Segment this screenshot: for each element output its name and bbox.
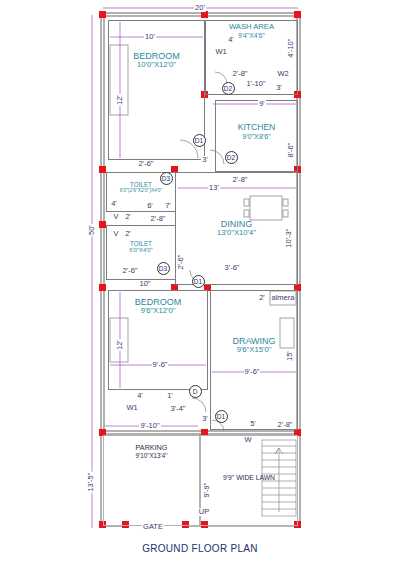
dimension-label: 2'-8" xyxy=(232,70,249,78)
room-name: DINING xyxy=(176,219,297,229)
room-size: 10'0"X12'0" xyxy=(109,61,204,70)
door-tag: D2 xyxy=(222,82,235,95)
column xyxy=(122,521,129,528)
dimension-label: 6' xyxy=(146,202,154,210)
walls xyxy=(101,13,300,526)
dimension-label: 2'-8" xyxy=(232,176,249,184)
dimension-label: 10' xyxy=(144,33,156,41)
dimension-label: 12' xyxy=(116,339,124,351)
dimension-lines xyxy=(92,8,298,528)
stair-step xyxy=(262,446,296,447)
room-name: DRAWING xyxy=(211,336,297,346)
dimension-label: 4' xyxy=(110,200,118,208)
column xyxy=(99,221,106,228)
dimension-label: 15' xyxy=(286,350,294,362)
dimension-label: 9'-6" xyxy=(244,368,261,376)
room-size: 9'6"X12'0" xyxy=(109,307,207,316)
room-size: 6'0"X4'0" xyxy=(107,247,175,254)
column xyxy=(99,166,106,173)
dimension-label: V xyxy=(112,230,119,238)
room-box: PARKING9'10"X13'4" xyxy=(103,435,200,526)
room-size: 6'0"(2'6"X2'0")X4'0" xyxy=(107,188,175,194)
dimension-label: 12' xyxy=(116,94,124,106)
dimension-label: 2'-6" xyxy=(122,267,139,275)
dimension-label: 4'-10" xyxy=(288,37,296,58)
dimension-label: 20' xyxy=(194,4,206,12)
door-tag: D1 xyxy=(192,275,205,288)
room-name: KITCHEN xyxy=(216,123,297,133)
dimension-label: W2 xyxy=(276,70,289,78)
dimension-label: 3' xyxy=(201,156,209,164)
dimension-label: 7' xyxy=(164,202,172,210)
dimension-label: 3' xyxy=(201,415,209,423)
dimension-label: 13' xyxy=(208,184,220,192)
dimension-label: 3'-4" xyxy=(170,405,187,413)
dimension-label: 10'-3" xyxy=(286,227,294,248)
column xyxy=(201,521,208,528)
dimension-label: V xyxy=(112,213,119,221)
dimension-label: 2' xyxy=(124,213,132,221)
dimension-label: 4' xyxy=(227,36,235,44)
dimension-label: W1 xyxy=(214,48,227,56)
dimension-label: 8'-6" xyxy=(287,142,295,159)
room-size: 9'6"X15'0" xyxy=(211,346,297,355)
stair-arrow xyxy=(275,448,283,512)
dimension-label: 50' xyxy=(88,224,96,236)
room-name: 9'9" WIDE LAWN xyxy=(201,474,297,482)
dimension-label: 13'-5" xyxy=(88,471,96,492)
room-size: 9'4"X4'6" xyxy=(206,32,297,40)
room-name: BEDROOM xyxy=(109,51,204,61)
dimension-label: 1'-10" xyxy=(245,80,266,88)
door-tag: D2 xyxy=(225,151,238,164)
door-tag: D1 xyxy=(193,134,206,147)
dimension-label: GATE xyxy=(142,523,164,531)
dimension-label: 5' xyxy=(249,420,257,428)
room-size: 13'0"X10'4" xyxy=(176,229,297,238)
dimension-label: 10" xyxy=(138,280,151,288)
dimension-label: almera xyxy=(271,294,296,302)
door-tag: D3 xyxy=(157,262,170,275)
dimension-label: 2'-8" xyxy=(277,421,294,429)
room-name: BEDROOM xyxy=(109,297,207,307)
dimension-label: 9'-10" xyxy=(139,422,160,430)
room-name: TOILET xyxy=(107,240,175,247)
dimension-label: 4' xyxy=(136,392,144,400)
columns xyxy=(99,11,301,528)
furniture xyxy=(110,45,296,432)
dimension-label: 9' xyxy=(258,100,266,108)
dimension-label: 2' xyxy=(258,294,266,302)
dimension-label: 9'-6" xyxy=(152,361,169,369)
dimension-label: 1' xyxy=(166,392,174,400)
column xyxy=(99,11,106,18)
dimension-label: W1 xyxy=(125,404,138,412)
room-size: 9'0"X8'6" xyxy=(216,133,297,141)
room-size: 9'10"X13'4" xyxy=(104,452,199,459)
column xyxy=(294,11,301,18)
dimension-label: 3' xyxy=(275,84,283,92)
room-box: 9'9" WIDE LAWN xyxy=(200,435,298,526)
column xyxy=(182,521,189,528)
room-box: BEDROOM10'0"X12'0" xyxy=(108,20,205,160)
door-tag: D1 xyxy=(215,410,228,423)
dimension-label: 3'-6" xyxy=(224,264,241,272)
dimension-label: 2'-6" xyxy=(177,254,185,271)
door-tag: D xyxy=(189,385,202,398)
dimension-label: W xyxy=(243,436,252,444)
room-name: PARKING xyxy=(104,444,199,452)
plan-caption: GROUND FLOOR PLAN xyxy=(0,543,400,554)
dimension-label: UP xyxy=(198,508,210,516)
column xyxy=(99,284,106,291)
dimension-label: 9'-9" xyxy=(203,482,211,499)
dimension-label: 2'-8" xyxy=(150,215,167,223)
room-name: WASH AREA xyxy=(206,23,297,32)
dimension-label: 2' xyxy=(124,230,132,238)
door-tag: D3 xyxy=(160,172,173,185)
dimension-label: 2'-6" xyxy=(138,160,155,168)
